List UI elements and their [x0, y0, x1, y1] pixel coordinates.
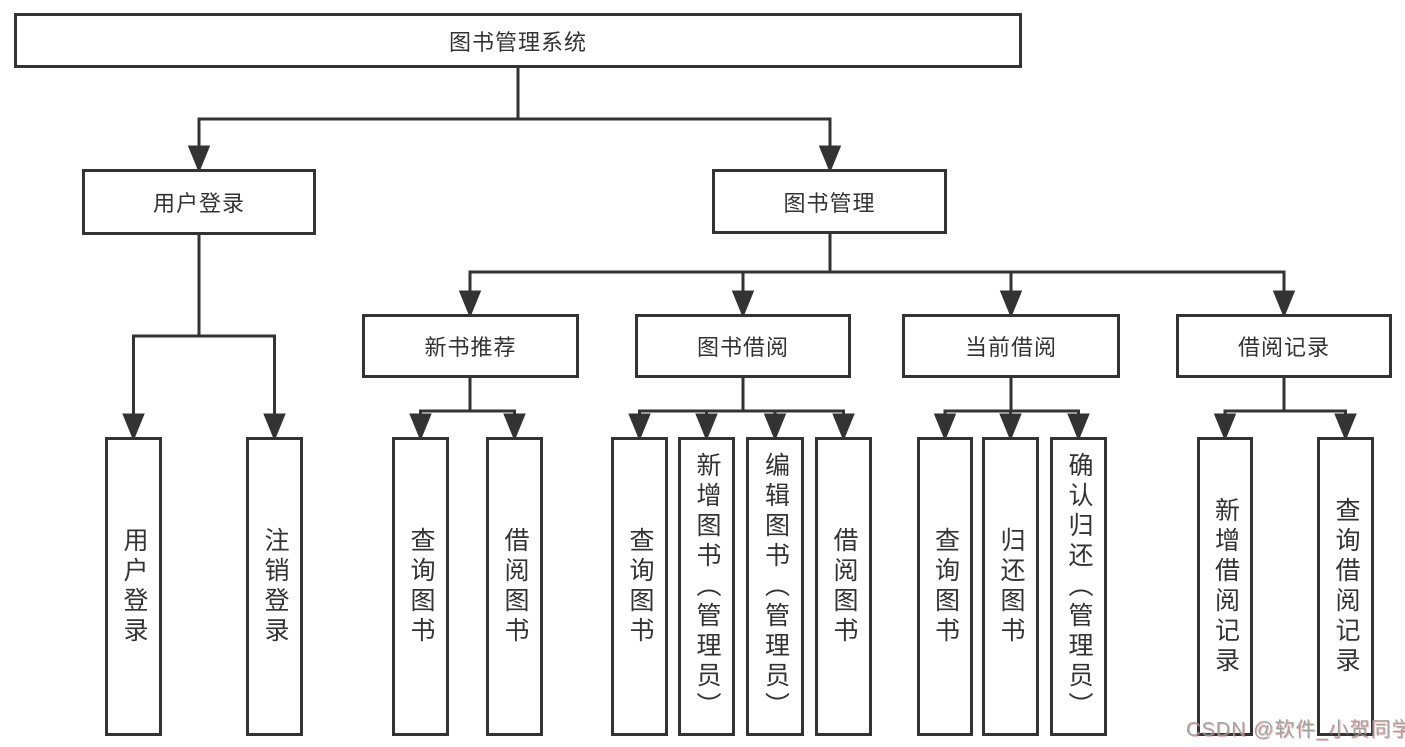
leaf-query-borrow-record-label: 查询借阅记录 — [1332, 496, 1360, 677]
node-user-login-label: 用户登录 — [152, 191, 245, 216]
csdn-watermark: CSDN @软件_小贺同学 — [1186, 719, 1405, 741]
arrow-down-icon — [187, 145, 211, 173]
arrow-down-icon — [1334, 413, 1357, 441]
arrow-down-icon — [1067, 413, 1090, 441]
leaf-current-query-book: 查询图书 — [917, 437, 973, 736]
arrow-down-icon — [458, 290, 482, 318]
arrow-down-icon — [999, 290, 1023, 318]
node-borrow-records: 借阅记录 — [1176, 314, 1392, 378]
node-book-borrow-label: 图书借阅 — [696, 335, 789, 360]
node-new-book-recommend-label: 新书推荐 — [424, 335, 517, 360]
node-root: 图书管理系统 — [14, 13, 1022, 68]
arrow-down-icon — [818, 145, 842, 173]
leaf-add-book-admin: 新增图书（管理员） — [678, 437, 735, 736]
leaf-current-query-book-label: 查询图书 — [931, 526, 960, 647]
arrow-down-icon — [409, 413, 432, 441]
leaf-user-login: 用户登录 — [105, 437, 162, 736]
arrow-down-icon — [933, 413, 957, 441]
leaf-confirm-return-admin: 确认归还（管理员） — [1050, 437, 1107, 736]
arrow-down-icon — [263, 413, 286, 441]
leaf-borrow-book-label: 借阅图书 — [830, 526, 858, 647]
leaf-logout-label: 注销登录 — [261, 526, 289, 647]
arrow-down-icon — [1272, 290, 1296, 318]
arrow-down-icon — [503, 413, 526, 441]
leaf-logout: 注销登录 — [246, 437, 303, 736]
leaf-add-borrow-record-label: 新增借阅记录 — [1211, 496, 1240, 677]
arrow-down-icon — [731, 290, 755, 318]
leaf-edit-book-admin: 编辑图书（管理员） — [746, 437, 804, 736]
arrow-down-icon — [763, 413, 787, 441]
leaf-query-borrow-record: 查询借阅记录 — [1317, 437, 1374, 736]
leaf-borrow-book: 借阅图书 — [815, 437, 872, 736]
node-root-label: 图书管理系统 — [448, 29, 587, 55]
arrow-down-icon — [628, 413, 651, 441]
arrow-down-icon — [999, 413, 1022, 441]
node-book-management-label: 图书管理 — [783, 190, 876, 216]
leaf-borrow-query-book: 查询图书 — [611, 437, 668, 736]
arrow-down-icon — [122, 413, 145, 441]
leaf-return-book: 归还图书 — [982, 437, 1039, 736]
leaf-borrow-query-book-label: 查询图书 — [626, 526, 654, 647]
leaf-recommend-query-book: 查询图书 — [392, 437, 449, 736]
node-book-borrow: 图书借阅 — [635, 314, 851, 378]
leaf-user-login-label: 用户登录 — [120, 526, 148, 647]
node-borrow-records-label: 借阅记录 — [1237, 335, 1330, 360]
node-user-login: 用户登录 — [82, 169, 316, 235]
leaf-edit-book-admin-label: 编辑图书（管理员） — [761, 451, 790, 722]
leaf-confirm-return-admin-label: 确认归还（管理员） — [1065, 451, 1093, 722]
leaf-add-borrow-record: 新增借阅记录 — [1197, 437, 1253, 736]
node-new-book-recommend: 新书推荐 — [362, 314, 579, 378]
arrow-down-icon — [695, 413, 718, 441]
node-book-management: 图书管理 — [712, 169, 947, 234]
node-current-borrow-label: 当前借阅 — [964, 335, 1057, 360]
arrow-down-icon — [1213, 413, 1237, 441]
leaf-recommend-borrow-book: 借阅图书 — [486, 437, 543, 736]
node-current-borrow: 当前借阅 — [902, 314, 1120, 378]
leaf-return-book-label: 归还图书 — [997, 526, 1025, 647]
arrow-down-icon — [832, 413, 855, 441]
leaf-recommend-borrow-book-label: 借阅图书 — [501, 526, 529, 647]
leaf-recommend-query-book-label: 查询图书 — [407, 526, 435, 647]
leaf-add-book-admin-label: 新增图书（管理员） — [693, 451, 721, 722]
